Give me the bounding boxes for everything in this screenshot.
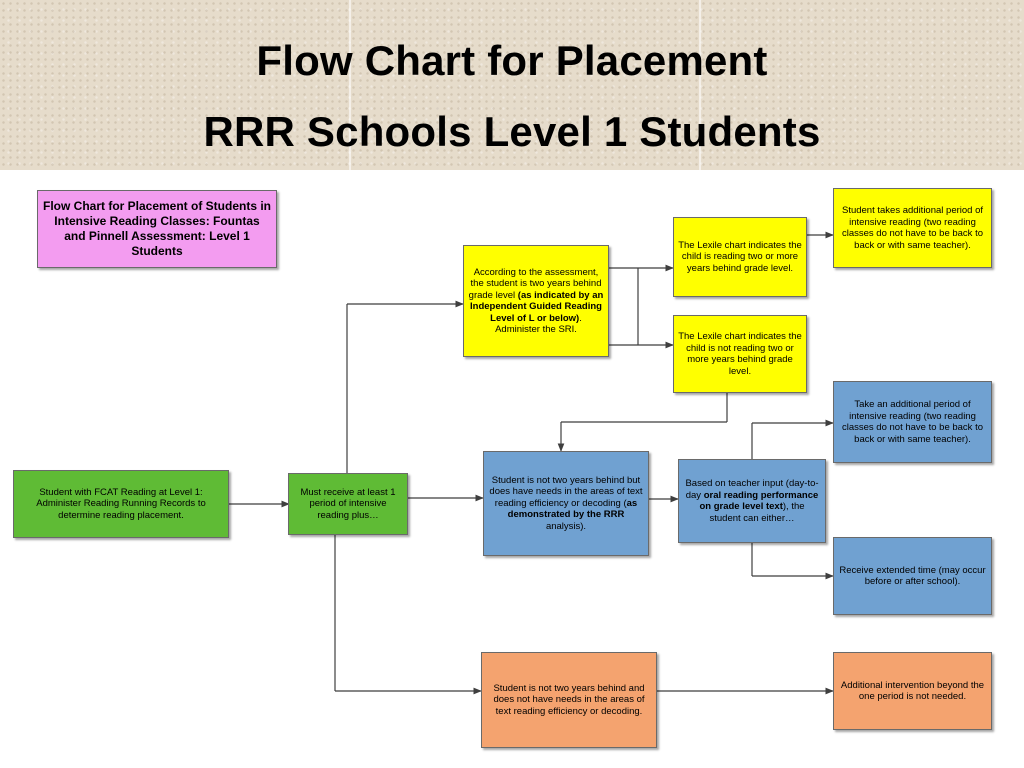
take-additional-period-node: Take an additional period of intensive r… [833,381,992,463]
teacher-input-node: Based on teacher input (day-to-day oral … [678,459,826,543]
no-intervention-node: Additional intervention beyond the one p… [833,652,992,730]
must-receive-node: Must receive at least 1 period of intens… [288,473,408,535]
extended-time-node: Receive extended time (may occur before … [833,537,992,615]
two-years-behind-text: According to the assessment, the student… [468,266,604,336]
takes-additional-period-node: Student takes additional period of inten… [833,188,992,268]
teacher-input-text: Based on teacher input (day-to-day oral … [685,478,819,524]
slide-header: Flow Chart for Placement RRR Schools Lev… [0,0,1024,170]
two-years-behind-node: According to the assessment, the student… [463,245,609,357]
legend-box: Flow Chart for Placement of Students in … [37,190,277,268]
lexile-behind-node: The Lexile chart indicates the child is … [673,217,807,297]
not-two-years-with-needs-text: Student is not two years behind but does… [489,474,643,532]
slide-title-line-2: RRR Schools Level 1 Students [203,108,821,155]
not-two-years-no-needs-node: Student is not two years behind and does… [481,652,657,748]
start-node: Student with FCAT Reading at Level 1: Ad… [13,470,229,538]
not-two-years-with-needs-node: Student is not two years behind but does… [483,451,649,556]
lexile-not-behind-node: The Lexile chart indicates the child is … [673,315,807,393]
slide-title-line-1: Flow Chart for Placement [256,37,768,84]
